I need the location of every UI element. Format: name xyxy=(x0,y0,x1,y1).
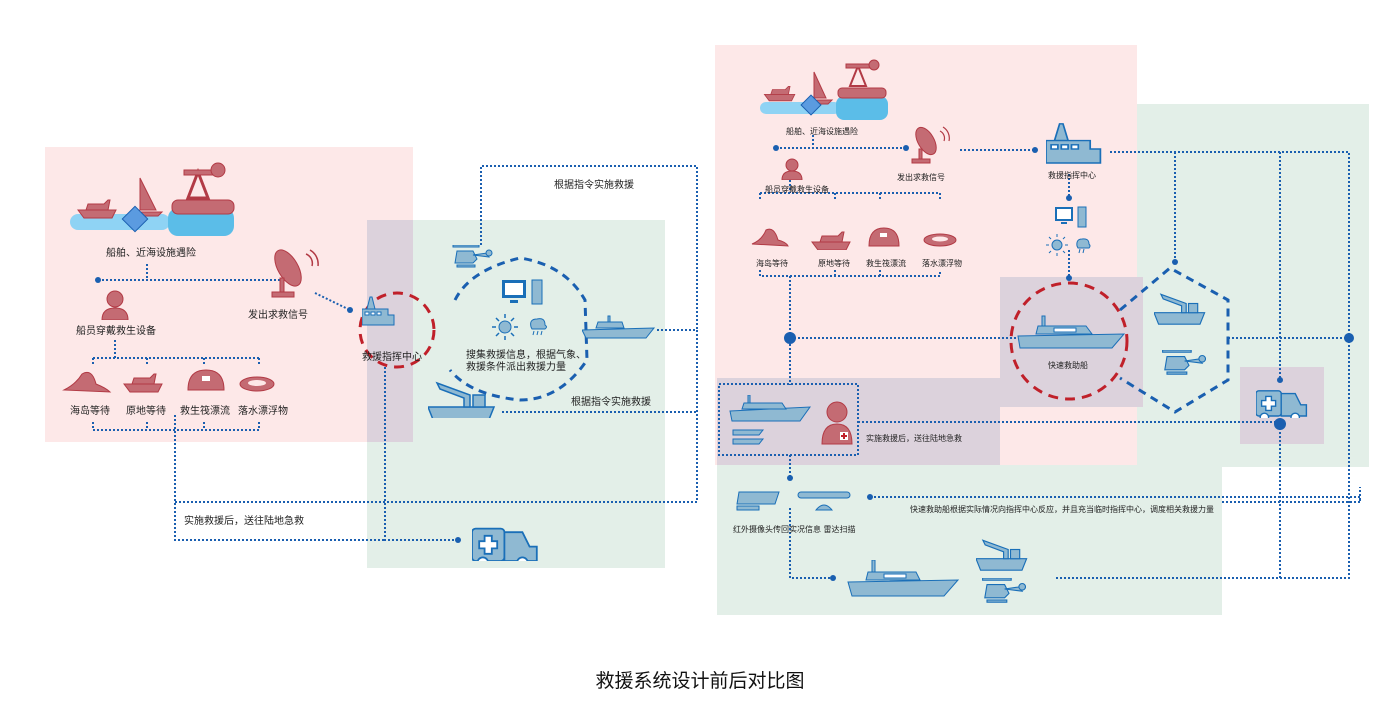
ambulance-icon xyxy=(472,527,538,561)
after-fastboat-highlight xyxy=(1009,281,1129,401)
before-crew-label: 船员穿戴救生设备 xyxy=(76,326,156,337)
after-transfer-box xyxy=(718,383,859,456)
before-incident-label: 船舶、近海设施遇险 xyxy=(106,248,196,259)
rescue-ship-icon xyxy=(582,315,656,339)
crane-ship-icon xyxy=(1154,293,1206,325)
helicopter-icon xyxy=(1162,350,1206,375)
sun-icon xyxy=(492,314,518,340)
before-after-rescue-line xyxy=(174,415,385,541)
before-incident-connector xyxy=(98,264,290,281)
island-icon xyxy=(62,371,112,393)
after-option-label: 海岛等待 xyxy=(756,259,788,268)
rescue-boat-icon xyxy=(847,560,960,597)
after-options-top-bracket xyxy=(759,176,941,200)
after-options-bottom-bracket xyxy=(759,270,941,277)
command-center-icon xyxy=(1046,122,1102,164)
after-feedback-right xyxy=(1222,487,1361,503)
crew-person-icon xyxy=(781,158,803,180)
after-bottom-region xyxy=(717,465,1222,615)
before-command-label: 救援指挥中心 xyxy=(362,352,422,363)
before-command-highlight xyxy=(358,291,436,369)
command-center-icon xyxy=(362,296,395,326)
boat-icon xyxy=(123,373,163,393)
before-options-bottom-bracket xyxy=(92,422,260,431)
incident-scene-icon xyxy=(70,162,235,236)
before-instruction-top-line xyxy=(480,165,698,330)
crane-ship-icon xyxy=(976,539,1028,571)
after-crew-label: 船员穿戴救生设备 xyxy=(765,185,829,194)
computer-icon xyxy=(1055,206,1087,228)
medic-person-icon xyxy=(821,401,853,445)
ambulance-icon xyxy=(1256,390,1308,418)
before-option-label: 救生筏漂流 xyxy=(180,406,230,417)
before-option-label: 落水漂浮物 xyxy=(238,406,288,417)
radar-icon xyxy=(797,491,851,511)
rain-cloud-icon xyxy=(530,318,547,336)
after-option-label: 原地等待 xyxy=(818,259,850,268)
speed-lines-icon xyxy=(732,429,765,445)
before-option-label: 海岛等待 xyxy=(70,406,110,417)
before-options-top-bracket xyxy=(92,340,260,366)
before-dispatch-loop xyxy=(448,256,589,402)
liferaft-icon xyxy=(187,369,225,391)
incident-scene-icon xyxy=(760,59,888,120)
before-signal-label: 发出求救信号 xyxy=(248,310,308,321)
computer-icon xyxy=(502,279,543,305)
after-option-label: 救生筏漂流 xyxy=(866,259,906,268)
diagram-title: 救援系统设计前后对比图 xyxy=(595,670,805,692)
after-incident-label: 船舶、近海设施遇险 xyxy=(786,127,858,136)
lifebuoy-icon xyxy=(923,233,957,247)
before-incident-region xyxy=(45,147,413,442)
before-option-label: 原地等待 xyxy=(126,406,166,417)
crew-person-icon xyxy=(101,290,129,320)
after-incident-connector xyxy=(776,135,906,149)
after-sensor-label: 红外摄像头传回实况信息 雷达扫描 xyxy=(733,525,856,534)
after-signal-label: 发出求救信号 xyxy=(897,173,945,182)
after-command-right xyxy=(1055,151,1350,579)
satellite-dish-icon xyxy=(911,126,950,164)
lifebuoy-icon xyxy=(239,376,275,392)
before-rescue-region xyxy=(367,220,665,568)
helicopter-icon xyxy=(982,578,1026,603)
liferaft-icon xyxy=(868,227,900,247)
before-signal-connector xyxy=(314,292,351,311)
after-feedback-label: 快速救助船根据实际情况向指挥中心反应，并且充当临时指挥中心，调度相关救援力量 xyxy=(910,505,1214,514)
sun-icon xyxy=(1046,234,1068,256)
after-fast-boat-label: 快速救助船 xyxy=(1048,361,1088,370)
rain-cloud-icon xyxy=(1076,238,1091,254)
infrared-camera-icon xyxy=(736,491,780,511)
before-after-rescue-label: 实施救援后，送往陆地急救 xyxy=(184,516,304,527)
boat-icon xyxy=(811,231,851,250)
after-command-label: 救援指挥中心 xyxy=(1048,171,1096,180)
after-sensor-line xyxy=(789,455,833,579)
before-command-to-ambulance xyxy=(384,367,458,541)
before-info-label-1: 搜集救援信息，根据气象、 xyxy=(466,350,586,361)
before-instruction-top: 根据指令实施救援 xyxy=(554,180,634,191)
helicopter-icon xyxy=(452,245,493,268)
crane-ship-icon xyxy=(428,382,495,418)
before-instruction-bottom: 根据指令实施救援 xyxy=(571,397,651,408)
after-after-rescue-label: 实施救援后，送往陆地急救 xyxy=(866,434,962,443)
transfer-boat-icon xyxy=(729,395,812,422)
island-icon xyxy=(751,228,789,247)
before-instruction-bottom-line xyxy=(175,329,698,503)
after-dispatch-hexagon xyxy=(1119,266,1230,414)
satellite-dish-icon xyxy=(271,249,319,298)
before-overlap-region xyxy=(367,220,413,442)
after-feedback-line xyxy=(870,496,1361,502)
before-info-label-2: 救援条件派出救援力量 xyxy=(466,362,566,373)
fast-rescue-boat-icon xyxy=(1017,315,1126,349)
after-option-label: 落水漂浮物 xyxy=(922,259,962,268)
